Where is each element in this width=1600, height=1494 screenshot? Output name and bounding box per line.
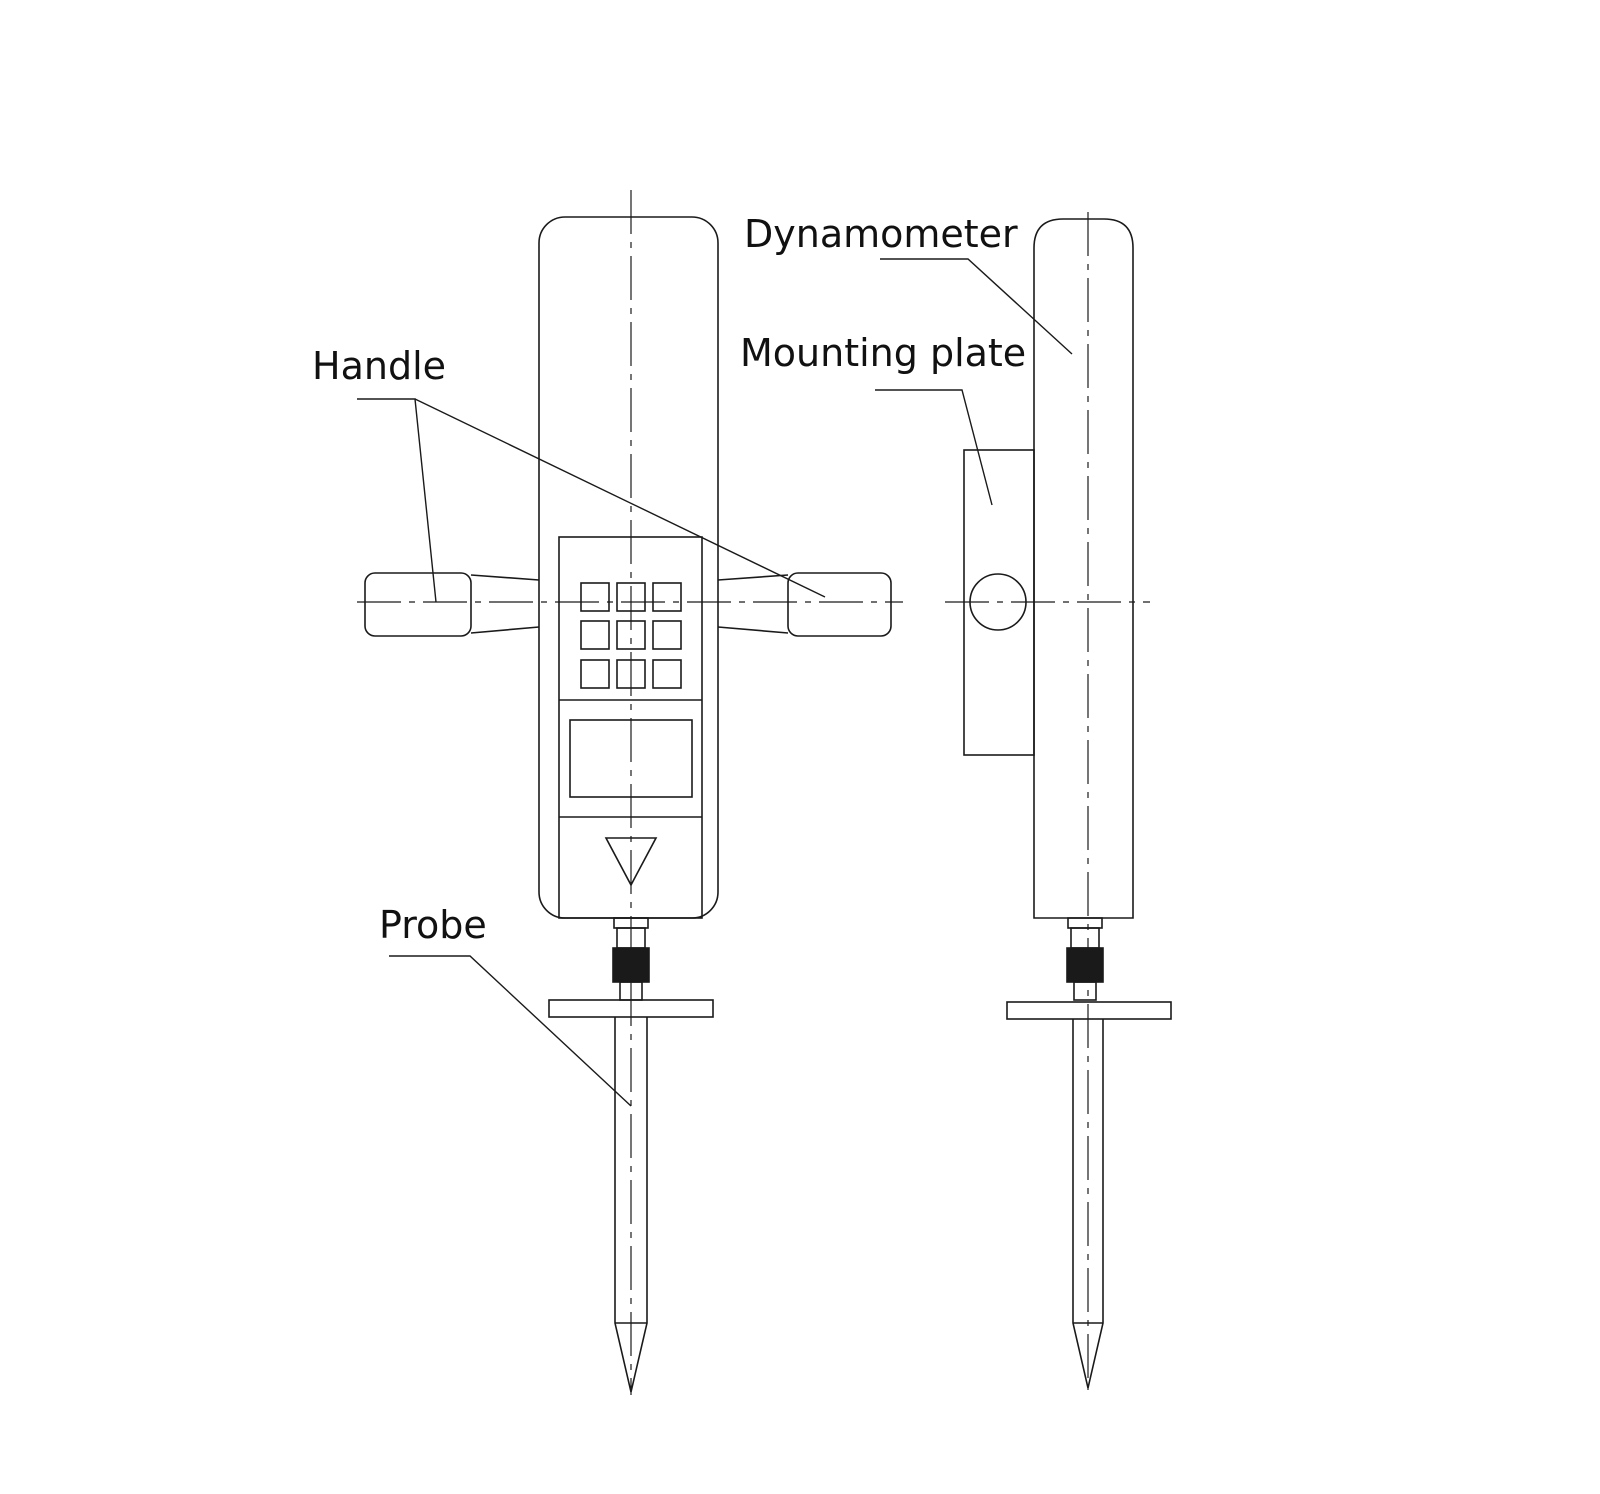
- center-lines: [357, 190, 1150, 1395]
- side-dynamometer-body: [1033, 218, 1134, 919]
- key: [652, 582, 682, 612]
- right-handle: [717, 572, 892, 637]
- left-handle-shaft: [470, 574, 540, 634]
- connector-base: [1073, 981, 1097, 1001]
- handle-leader-left: [357, 398, 437, 603]
- mounting-plate-label: Mounting plate: [740, 331, 1026, 375]
- connector-nut: [1067, 917, 1103, 929]
- key: [580, 659, 610, 689]
- key: [580, 582, 610, 612]
- dynamometer-leader: [880, 258, 1073, 355]
- probe-label: Probe: [379, 903, 487, 947]
- handle-label: Handle: [312, 344, 446, 388]
- front-dynamometer-body: [538, 216, 719, 919]
- side-connector: [1066, 917, 1104, 1001]
- probe-leader: [389, 955, 632, 1107]
- leader-lines: [357, 258, 1073, 1107]
- key: [652, 659, 682, 689]
- mounting-plate-leader: [875, 389, 993, 506]
- left-handle-grip: [364, 572, 472, 637]
- connector-knurl: [1066, 947, 1104, 983]
- side-probe-plate: [1006, 1001, 1172, 1020]
- right-handle-shaft: [717, 574, 789, 634]
- right-handle-grip: [787, 572, 892, 637]
- side-view: [963, 218, 1172, 1389]
- left-handle: [364, 572, 540, 637]
- handle-leader-right: [414, 398, 826, 598]
- connector-collar: [1070, 927, 1100, 949]
- key: [652, 620, 682, 650]
- front-view: [364, 216, 892, 1393]
- key: [580, 620, 610, 650]
- dynamometer-label: Dynamometer: [744, 212, 1018, 256]
